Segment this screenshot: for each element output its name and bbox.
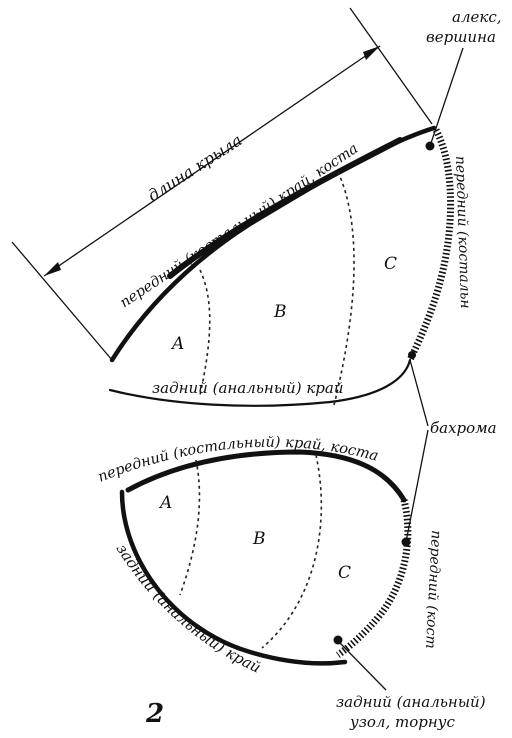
forewing-vein-2 (334, 172, 354, 405)
forewing-termen-label: передний (костальный) край, коста (0, 0, 473, 309)
fringe-leader-hindwing (406, 430, 428, 542)
forewing-fringe (410, 130, 451, 360)
wing-length-label: длина крыла (144, 130, 245, 205)
hindwing-inner-edge (122, 492, 345, 663)
forewing-vein-1 (200, 270, 210, 395)
hindwing-inner-label: задний (анальный) край (113, 540, 264, 676)
forewing-zone-b: B (273, 302, 287, 322)
apex-label-line2: вершина (426, 28, 496, 46)
hindwing-zone-c: C (338, 563, 351, 583)
forewing-inner-label: задний (анальный) край (152, 379, 343, 397)
hindwing-vein-1 (180, 460, 199, 595)
forewing-zone-a: A (170, 334, 184, 354)
forewing-zone-c: C (384, 254, 397, 274)
tornus-marker (334, 636, 343, 645)
forewing: A B C передний (костальный) край, коста … (0, 0, 473, 406)
wing-length-arrow-right (363, 46, 380, 60)
tornus-callout: задний (анальный) узол, торнус (336, 643, 486, 731)
forewing-costa-label: передний (костальный) край, коста (117, 141, 361, 312)
tornus-label: задний (анальный) (336, 693, 486, 711)
hindwing-vein-2 (262, 455, 321, 648)
apex-leader (430, 48, 463, 146)
hindwing-fringe-marker (402, 538, 411, 547)
apex-label: алекс, (452, 8, 502, 26)
tornus-label-line2: узол, торнус (349, 713, 455, 731)
fringe-label: бахрома (430, 419, 497, 437)
wing-length-extension-right (350, 8, 432, 124)
figure-number: 2 (145, 699, 164, 729)
apex-callout: алекс, вершина (426, 8, 502, 146)
tornus-leader (340, 643, 386, 690)
hindwing-zone-b: B (252, 529, 266, 549)
hindwing: A B C передний (костальный) край, коста … (0, 0, 444, 677)
wing-length-extension-left (12, 242, 112, 360)
fringe-leader-forewing (410, 360, 428, 426)
fringe-callout: бахрома (406, 360, 497, 542)
hindwing-zone-a: A (158, 493, 172, 513)
wing-length-arrow-left (44, 262, 61, 276)
wing-length-dimension: длина крыла (12, 8, 432, 360)
hindwing-termen-label: передний (костальный) край, коста (0, 0, 444, 649)
forewing-tornus-marker (408, 351, 416, 359)
hindwing-costa-label: передний (костальный) край, коста (96, 435, 380, 486)
forewing-costal-edge (112, 128, 434, 360)
